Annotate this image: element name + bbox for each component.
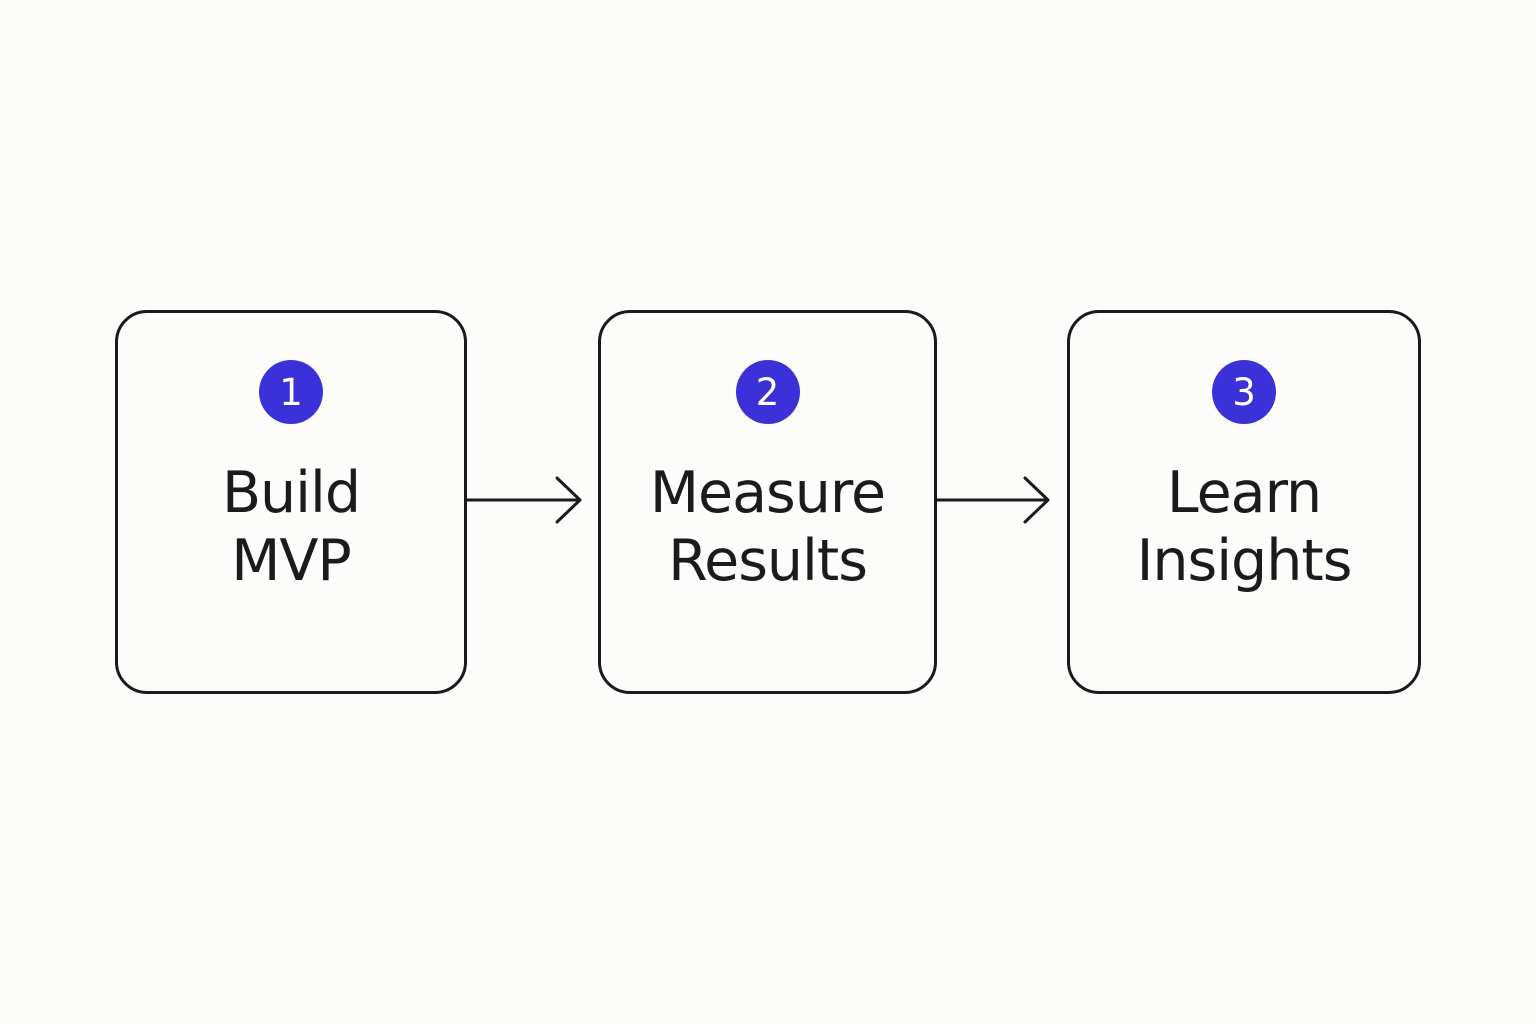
step-label-line: MVP <box>231 528 352 594</box>
step-number-badge: 3 <box>1212 360 1276 424</box>
step-label-line: Build <box>221 460 361 526</box>
step-number-badge: 1 <box>259 360 323 424</box>
step-label: Learn Insights <box>1070 459 1418 595</box>
step-label-line: Learn <box>1166 460 1322 526</box>
step-box-learn-insights: 3 Learn Insights <box>1067 310 1421 694</box>
step-label-line: Insights <box>1136 528 1353 594</box>
step-number-badge: 2 <box>735 360 800 424</box>
step-label-line: Results <box>668 528 868 594</box>
arrow-right-icon <box>465 476 582 524</box>
step-label-line: Measure <box>649 460 886 526</box>
step-label: Build MVP <box>118 459 464 595</box>
arrow-right-icon <box>935 476 1050 524</box>
step-box-build-mvp: 1 Build MVP <box>115 310 467 694</box>
step-box-measure-results: 2 Measure Results <box>598 310 937 694</box>
step-label: Measure Results <box>601 459 934 595</box>
